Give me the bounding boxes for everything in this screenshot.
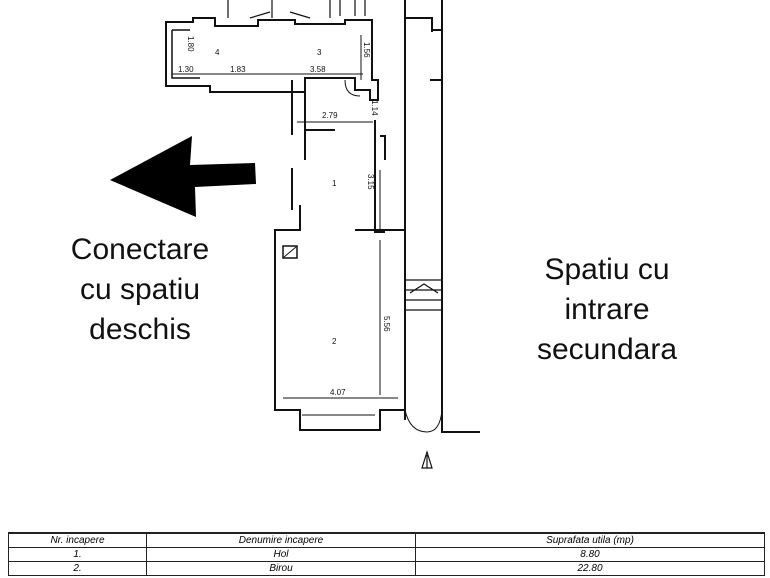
room-number-1: 1: [332, 179, 337, 188]
room-number-4: 4: [215, 48, 220, 57]
dimension-label: 2.79: [322, 111, 338, 120]
dimension-label: 1.83: [230, 65, 246, 74]
label-line: deschis: [89, 313, 191, 346]
secondary-entrance-label: Spatiu cu intrare secundara: [507, 250, 707, 370]
label-line: intrare: [564, 293, 650, 326]
label-line: cu spatiu: [79, 273, 201, 306]
table-row: 2. Birou 22.80: [8, 561, 765, 576]
connection-label: Conectare cu spatiu deschis: [40, 230, 240, 350]
cell: 22.80: [415, 561, 765, 576]
connection-arrow-icon: [110, 136, 256, 217]
dimension-label: 1.14: [370, 100, 379, 116]
label-line: secundara: [536, 333, 678, 366]
staircase-right: [405, 279, 442, 311]
walls-right-corridor: [404, 0, 480, 433]
staircase-top: [227, 0, 366, 19]
table-row: 1. Hol 8.80: [8, 547, 765, 562]
room-number-3: 3: [317, 48, 322, 57]
cell: 2.: [8, 561, 147, 576]
entrance-arrow-icon: [421, 449, 433, 469]
dimension-label: 1.80: [186, 36, 195, 52]
table-header: Nr. incapere Denumire incapere Suprafata…: [8, 532, 765, 548]
rooms-table: Nr. incapere Denumire incapere Suprafata…: [8, 532, 765, 576]
dimension-label: 5.56: [382, 316, 391, 332]
room-number-2: 2: [332, 337, 337, 346]
cell: Birou: [146, 561, 416, 576]
dimension-label: 1.30: [178, 65, 194, 74]
cell: 8.80: [415, 547, 765, 562]
shaft-icon: [282, 245, 298, 259]
label-line: Conectare: [70, 233, 210, 266]
dimension-label: 3.58: [310, 65, 326, 74]
dimension-label: 4.07: [330, 388, 346, 397]
walls-hall: [274, 80, 406, 431]
floor-plan: 4 3 1 2 1.30 1.80 1.83 3.58 1.56 2.79 1.…: [110, 0, 480, 469]
header-cell: Denumire incapere: [146, 532, 416, 548]
header-cell: Suprafata utila (mp): [415, 532, 765, 548]
label-line: Spatiu cu: [544, 253, 670, 286]
cell: 1.: [8, 547, 147, 562]
dimension-label: 3.15: [366, 174, 375, 190]
header-cell: Nr. incapere: [8, 532, 147, 548]
dimension-label: 1.56: [362, 42, 371, 58]
cell: Hol: [146, 547, 416, 562]
